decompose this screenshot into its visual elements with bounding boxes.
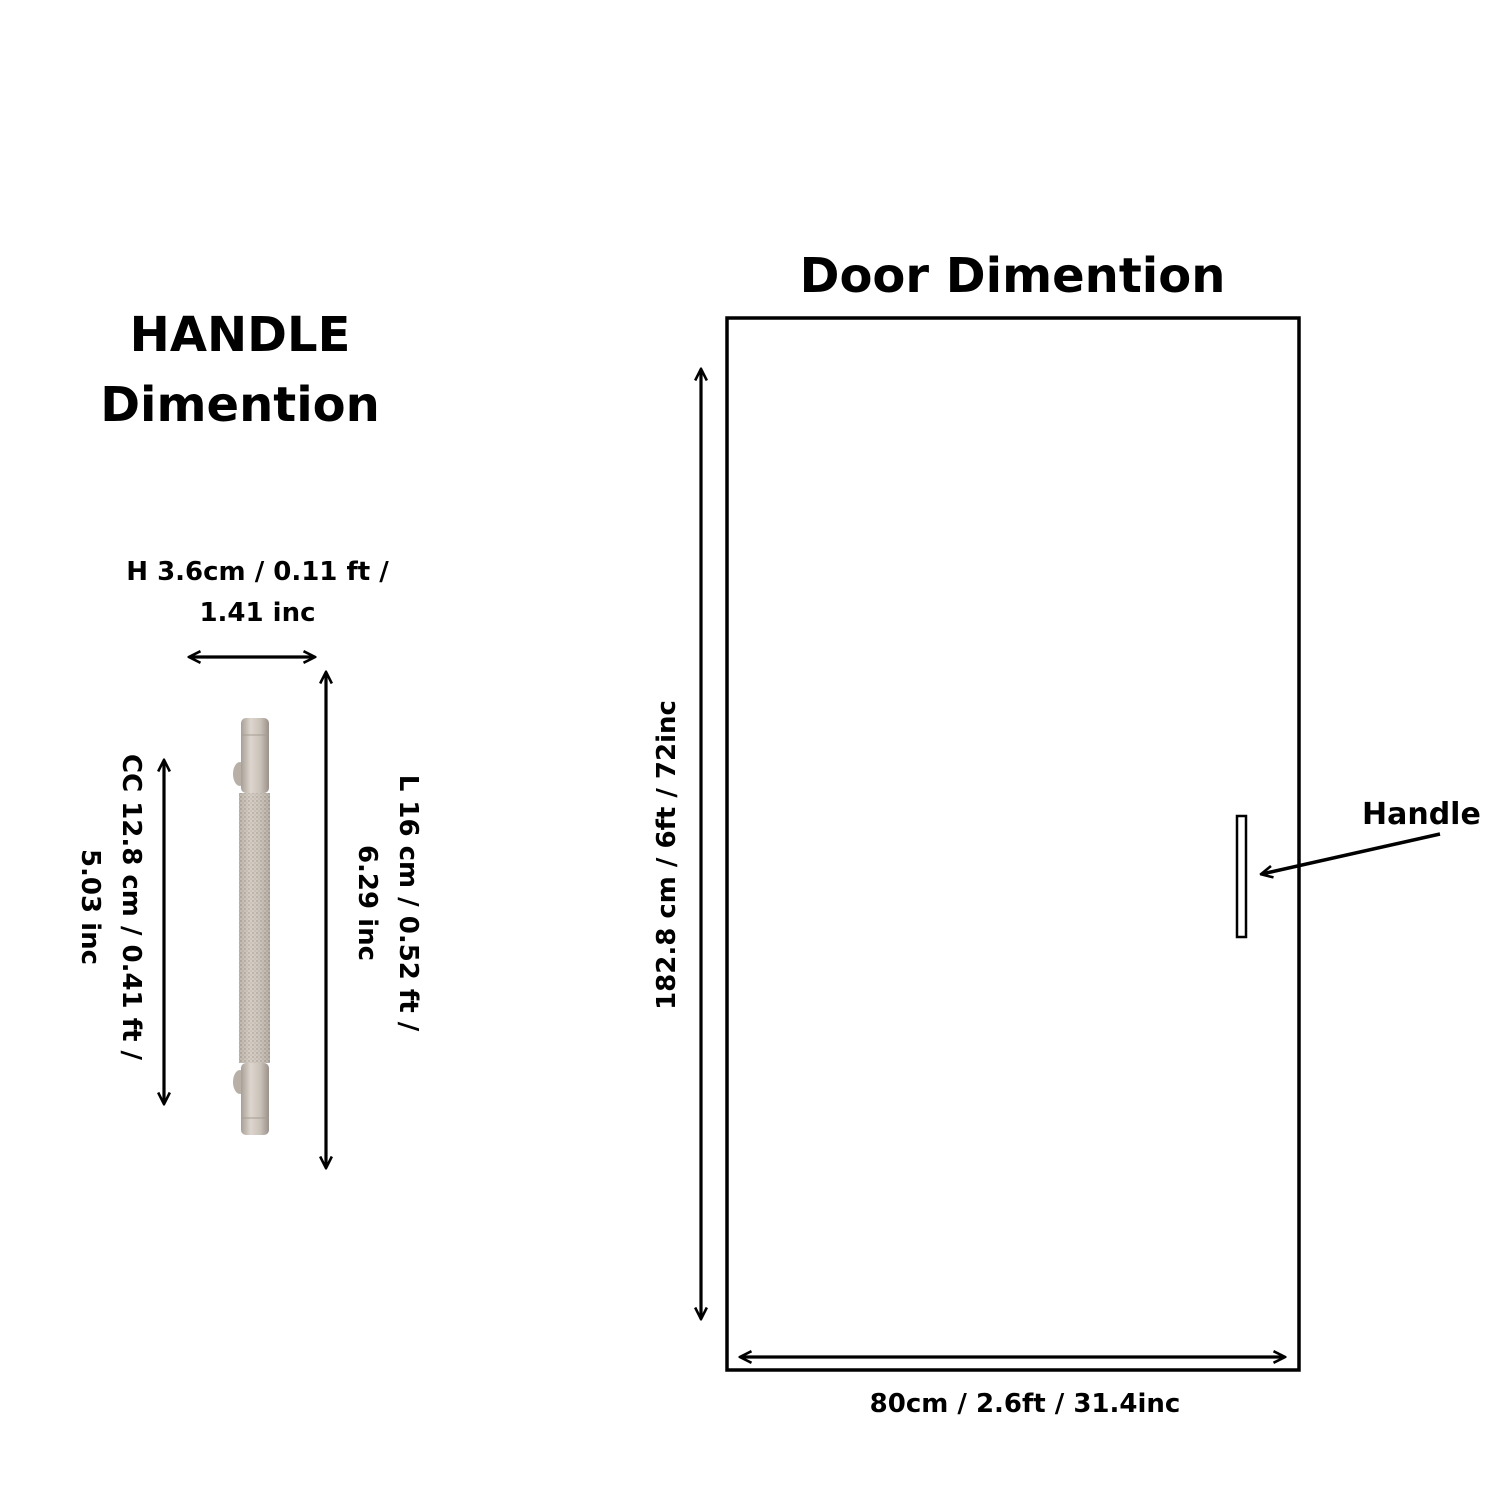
- door-title: Door Dimention: [799, 248, 1226, 304]
- handle-height-dimension-line2: 1.41 inc: [199, 598, 316, 628]
- door-width-dimension-label: 80cm / 2.6ft / 31.4inc: [869, 1389, 1181, 1419]
- handle-callout-label: Handle: [1362, 797, 1481, 832]
- door-handle-mark: [1235, 814, 1248, 939]
- door-outline: [725, 316, 1301, 1372]
- handle-bar-illustration: [233, 718, 270, 1135]
- handle-title-line2: Dimention: [100, 377, 380, 433]
- handle-title-line1: HANDLE: [129, 307, 351, 363]
- handle-height-dimension-label: H 3.6cm / 0.11 ft / 1.41 inc: [105, 552, 410, 634]
- handle-callout-arrow: [1262, 832, 1441, 874]
- handle-height-dimension-line1: H 3.6cm / 0.11 ft /: [126, 557, 389, 587]
